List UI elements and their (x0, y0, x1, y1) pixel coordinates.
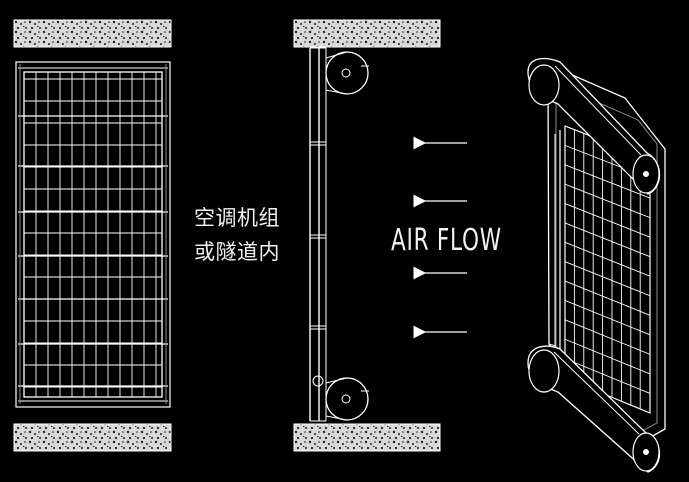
top-concrete-slab-left (13, 19, 172, 48)
iso-grid-line-horizontal (564, 203, 651, 238)
isometric-grid-verticals (573, 129, 641, 409)
bottom-roller-side (312, 375, 369, 421)
bottom-concrete-slab-left (13, 423, 172, 452)
iso-grid-line-horizontal (564, 164, 651, 199)
iso-grid-line-horizontal (564, 300, 651, 336)
left-front-view (13, 19, 172, 452)
right-isometric-view (527, 57, 666, 473)
left-outer-frame (15, 61, 171, 408)
bottom-roller-isometric (527, 345, 661, 473)
top-roller-side (325, 51, 369, 95)
isometric-grid-panel (554, 125, 651, 414)
left-grid-horizontals (18, 78, 168, 388)
iso-grid-line-horizontal (564, 280, 651, 316)
bottom-concrete-slab-middle (293, 423, 441, 452)
side-frame (309, 47, 327, 422)
air-flow-arrows (413, 136, 467, 339)
left-grid-border (23, 71, 163, 398)
top-concrete-slab-middle (293, 19, 441, 48)
location-note-line-1: 空调机组 (194, 206, 280, 230)
left-grid-panel (18, 64, 168, 404)
middle-side-view (293, 19, 441, 452)
left-rails (18, 64, 168, 404)
iso-grid-line-horizontal (564, 358, 651, 394)
location-note-line-2: 或隧道内 (194, 240, 280, 264)
iso-grid-line-horizontal (564, 261, 651, 297)
location-note: 空调机组 或隧道内 (194, 201, 280, 269)
iso-grid-line-horizontal (564, 222, 651, 258)
iso-grid-line-horizontal (564, 319, 651, 355)
iso-grid-line-horizontal (564, 183, 651, 219)
iso-grid-line-horizontal (564, 338, 651, 375)
iso-grid-line-horizontal (564, 241, 651, 277)
top-roller-isometric (527, 57, 661, 195)
air-flow-label: AIR FLOW (391, 223, 502, 258)
